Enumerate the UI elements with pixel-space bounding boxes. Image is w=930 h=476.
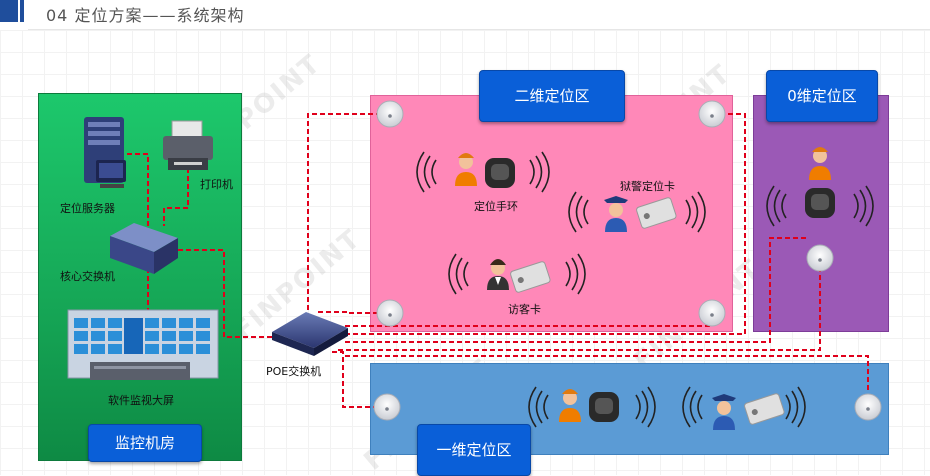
guard-icon <box>604 196 628 232</box>
inmate-icon <box>809 147 831 180</box>
inmate-icon <box>455 153 477 186</box>
video-wall-icon <box>67 309 219 380</box>
wristband-icon <box>805 188 835 218</box>
visitor-icon <box>487 259 509 290</box>
page-title: 04 定位方案——系统架构 <box>46 6 245 25</box>
zone-label-monitor-room: 监控机房 <box>88 424 202 462</box>
header-divider <box>28 29 930 30</box>
wristband-label: 定位手环 <box>474 200 518 213</box>
network-cables <box>127 113 869 408</box>
zone-label-1d: 一维定位区 <box>417 424 531 476</box>
core-switch-icon <box>110 223 178 274</box>
core-switch-label: 核心交换机 <box>60 270 115 283</box>
poe-switch-icon <box>272 312 348 356</box>
locator-card-icon <box>636 197 677 229</box>
zone-label-2d: 二维定位区 <box>479 70 625 122</box>
server-label: 定位服务器 <box>60 202 115 215</box>
header-accent-thin <box>20 0 24 22</box>
printer-label: 打印机 <box>200 178 233 191</box>
video-wall-label: 软件监视大屏 <box>108 394 174 407</box>
inmate-icon <box>559 389 581 422</box>
signal-wave-icon <box>416 151 874 428</box>
visitor-card-label: 访客卡 <box>508 303 541 316</box>
guard-card-label: 狱警定位卡 <box>620 180 675 193</box>
server-icon <box>84 117 126 188</box>
header-accent <box>0 0 18 22</box>
zone-label-0d: 0维定位区 <box>766 70 878 122</box>
locator-card-icon <box>510 261 551 293</box>
guard-icon <box>712 394 736 430</box>
printer-icon <box>163 120 213 170</box>
wristband-icon <box>589 392 619 422</box>
anchor-icon <box>373 100 882 421</box>
locator-card-icon <box>744 393 785 425</box>
poe-switch-label: POE交换机 <box>266 365 322 378</box>
wristband-icon <box>485 158 515 188</box>
